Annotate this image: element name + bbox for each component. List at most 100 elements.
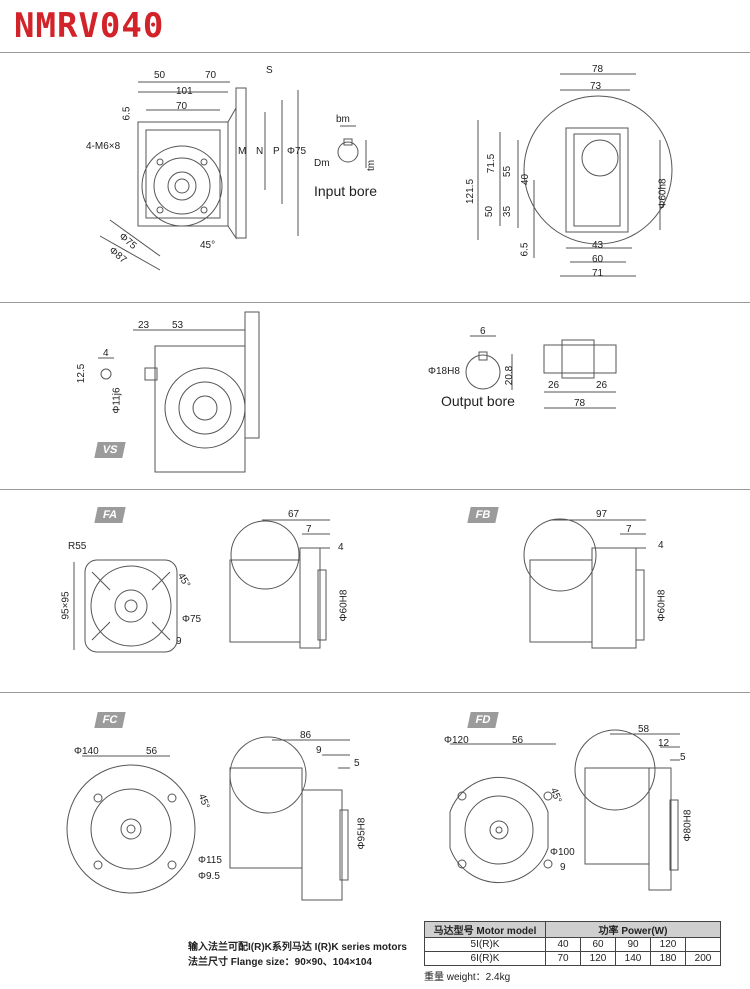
table-cell: 120 [650, 937, 686, 952]
dim-label: Φ115 [198, 855, 222, 866]
dim-label: Φ9.5 [198, 871, 220, 882]
dim-label: 78 [592, 64, 604, 75]
table-cell: 180 [650, 951, 686, 966]
output-bore-label: Output bore [441, 393, 515, 409]
dim-label: 6.5 [121, 106, 133, 121]
dim-label: 95×95 [60, 591, 72, 620]
table-row: 5I(R)K 40 60 90 120 [424, 937, 721, 952]
table-cell [685, 937, 721, 952]
dim-label: P [273, 146, 280, 157]
dim-label: 43 [592, 240, 604, 251]
dim-label: 78 [574, 398, 586, 409]
housing-outline [137, 121, 229, 227]
dim-label: Φ11j6 [111, 387, 123, 414]
fd-tag: FD [467, 712, 499, 728]
dim-label: 86 [300, 730, 312, 741]
dim-label: Dm [314, 158, 330, 169]
fc-tag: FC [94, 712, 126, 728]
dim-label: 60 [592, 254, 604, 265]
dim-label: R55 [68, 541, 87, 552]
dim-label: 50 [484, 205, 496, 218]
motor-note: 输入法兰可配I(R)K系列马达 I(R)K series motors [188, 942, 407, 953]
dim-label: 9 [176, 636, 182, 647]
divider [0, 692, 750, 693]
table-cell: 120 [580, 951, 616, 966]
dim-label: 67 [288, 509, 300, 520]
dim-label: 4 [103, 348, 109, 359]
dim-label: 4-M6×8 [86, 141, 121, 152]
dim-label: 50 [154, 70, 166, 81]
dim-label: Φ80H8 [682, 809, 694, 842]
fa-tag: FA [94, 507, 126, 523]
dim-label: tm [366, 159, 378, 172]
dim-label: 45° [200, 240, 216, 251]
dim-label: 73 [590, 81, 602, 92]
fb-tag: FB [467, 507, 499, 523]
dim-label: Φ140 [74, 746, 99, 757]
dim-label: 101 [176, 86, 193, 97]
dim-label: N [256, 146, 264, 157]
dim-label: 56 [146, 746, 158, 757]
dim-label: 40 [520, 173, 532, 186]
divider [0, 489, 750, 490]
table-cell: 90 [615, 937, 651, 952]
dim-label: 71 [592, 268, 604, 279]
dim-label: Φ60h8 [657, 178, 669, 209]
dim-label: 97 [596, 509, 608, 520]
table-cell: 60 [580, 937, 616, 952]
dim-label: 20.8 [504, 365, 516, 386]
table-row: 6I(R)K 70 120 140 180 200 [424, 951, 721, 966]
dim-label: 53 [172, 320, 184, 331]
table-header: 马达型号 Motor model [424, 921, 546, 938]
dim-label: Φ100 [550, 847, 575, 858]
dim-label: Φ75 [287, 146, 307, 157]
dim-label: 70 [205, 70, 217, 81]
dim-label: 70 [176, 101, 188, 112]
dim-label: 121.5 [465, 178, 477, 205]
divider [0, 302, 750, 303]
dim-label: 23 [138, 320, 150, 331]
dim-label: 12.5 [76, 363, 88, 384]
vs-tag: VS [94, 442, 126, 458]
dim-label: 26 [548, 380, 560, 391]
dim-label: 6.5 [519, 242, 531, 257]
table-header-row: 马达型号 Motor model 功率 Power(W) [424, 921, 721, 938]
dim-label: 7 [626, 524, 632, 535]
dim-label: M [238, 146, 247, 157]
dim-label: S [266, 65, 273, 76]
dim-label: Φ60H8 [338, 589, 350, 622]
dim-label: 35 [502, 205, 514, 218]
flange-note: 法兰尺寸 Flange size：90×90、104×104 [188, 957, 372, 968]
dim-label: Φ60H8 [656, 589, 668, 622]
dim-label: 26 [596, 380, 608, 391]
weight-note: 重量 weight：2.4kg [424, 972, 511, 983]
table-cell: 6I(R)K [424, 951, 546, 966]
motor-power-table: 马达型号 Motor model 功率 Power(W) 5I(R)K 40 6… [424, 921, 721, 966]
dim-label: 56 [512, 735, 524, 746]
dim-label: 9 [560, 862, 566, 873]
table-cell: 40 [545, 937, 581, 952]
dim-label: 7 [306, 524, 312, 535]
input-bore-label: Input bore [314, 183, 378, 199]
dim-label: 4 [338, 542, 344, 553]
table-header: 功率 Power(W) [545, 921, 721, 938]
dim-label: Φ18H8 [428, 366, 460, 377]
dim-label: 6 [480, 326, 486, 337]
dim-label: 5 [680, 752, 686, 763]
dim-label: Φ95H8 [356, 817, 368, 850]
table-cell: 140 [615, 951, 651, 966]
page-title: NMRV040 [14, 6, 165, 46]
dim-label: 9 [316, 745, 322, 756]
dim-label: 4 [658, 540, 664, 551]
divider [0, 52, 750, 53]
dim-label: 5 [354, 758, 360, 769]
table-cell: 5I(R)K [424, 937, 546, 952]
dim-label: Φ75 [182, 614, 202, 625]
table-cell: 70 [545, 951, 581, 966]
table-cell: 200 [685, 951, 721, 966]
dim-label: 71.5 [486, 153, 498, 174]
dim-label: bm [336, 114, 350, 125]
dim-label: Φ120 [444, 735, 469, 746]
dim-label: 58 [638, 724, 650, 735]
